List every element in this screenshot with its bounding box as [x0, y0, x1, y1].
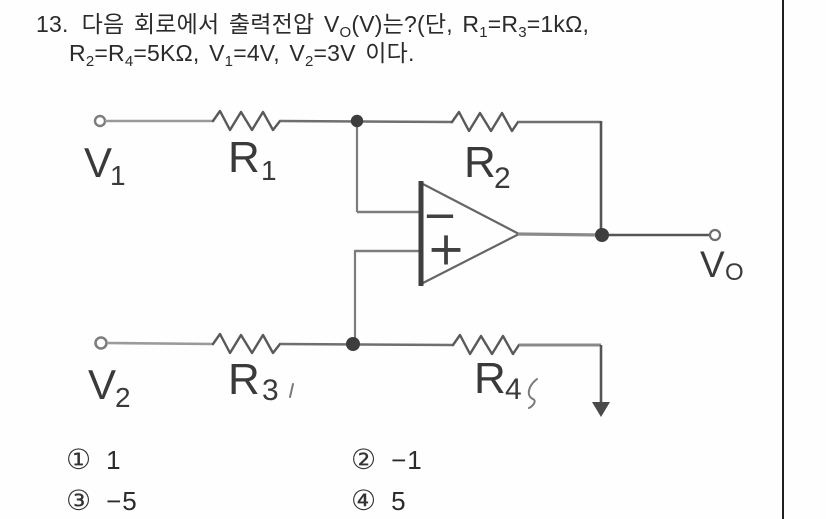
option-4: ④ 5 — [351, 487, 423, 515]
option-4-marker: ④ — [351, 485, 377, 516]
page-divider-line — [782, 0, 784, 519]
option-2: ② −1 — [351, 446, 423, 474]
r1-to-node-wire — [279, 119, 454, 124]
vo-label: V — [700, 244, 725, 285]
r3-label: R — [228, 355, 260, 404]
node-dot-output — [595, 228, 609, 242]
r3-label-sub: 3 — [262, 374, 279, 407]
r1-label: R — [228, 133, 260, 182]
r2-resistor — [450, 110, 520, 133]
v1-label-sub: 1 — [110, 160, 126, 191]
r4-label-sub: 4 — [505, 373, 522, 406]
v2-lead-wire — [106, 341, 215, 346]
r1-resistor — [211, 109, 282, 132]
question-text-2: R2=R4=5KΩ, V1=4V, V2=3V 이다. — [69, 40, 415, 70]
question: 13. 다음 회로에서 출력전압 VO(V)는?(단, R1=R3=1kΩ, R2… — [36, 10, 676, 70]
ground-symbol — [592, 402, 610, 417]
v2-label: V — [88, 361, 116, 408]
vo-terminal — [708, 228, 722, 242]
r2-label-sub: 2 — [494, 162, 511, 195]
option-1: ① 1 — [66, 446, 351, 474]
option-3: ③ −5 — [66, 487, 351, 515]
question-text-1: 다음 회로에서 출력전압 VO(V)는?(단, R1=R3=1kΩ, — [81, 11, 590, 41]
v2-terminal — [94, 336, 108, 350]
r1-label-sub: 1 — [261, 155, 277, 186]
option-3-marker: ③ — [66, 485, 92, 516]
r4-resistor — [451, 333, 521, 356]
opamp-output-wire — [517, 232, 603, 237]
question-line-1: 13. 다음 회로에서 출력전압 VO(V)는?(단, R1=R3=1kΩ, — [36, 10, 676, 41]
noninverting-input-symbol: + — [427, 222, 466, 276]
r3-to-r4-wire — [279, 342, 455, 347]
v1-terminal — [93, 114, 107, 128]
stray-mark — [527, 378, 538, 409]
question-number: 13. — [36, 11, 69, 37]
option-2-value: −1 — [391, 445, 423, 475]
node-dot-noninverting — [346, 337, 360, 351]
r4-label: R — [474, 354, 506, 403]
option-3-value: −5 — [106, 486, 138, 516]
node-dot-inverting — [350, 114, 364, 128]
option-2-marker: ② — [351, 444, 377, 475]
v1-label: V — [84, 139, 112, 186]
r2-label: R — [464, 138, 496, 187]
question-line-2: R2=R4=5KΩ, V1=4V, V2=3V 이다. — [69, 39, 676, 70]
option-4-value: 5 — [391, 486, 407, 516]
inverting-input-symbol: − — [422, 191, 457, 240]
option-1-value: 1 — [106, 445, 122, 475]
vo-label-sub: O — [725, 259, 744, 286]
v2-label-sub: 2 — [115, 382, 131, 413]
answer-options: ① 1 ② −1 ③ −5 ④ 5 — [66, 446, 423, 515]
r3-resistor — [211, 332, 282, 355]
option-1-marker: ① — [66, 444, 92, 475]
stray-mark — [289, 383, 294, 398]
